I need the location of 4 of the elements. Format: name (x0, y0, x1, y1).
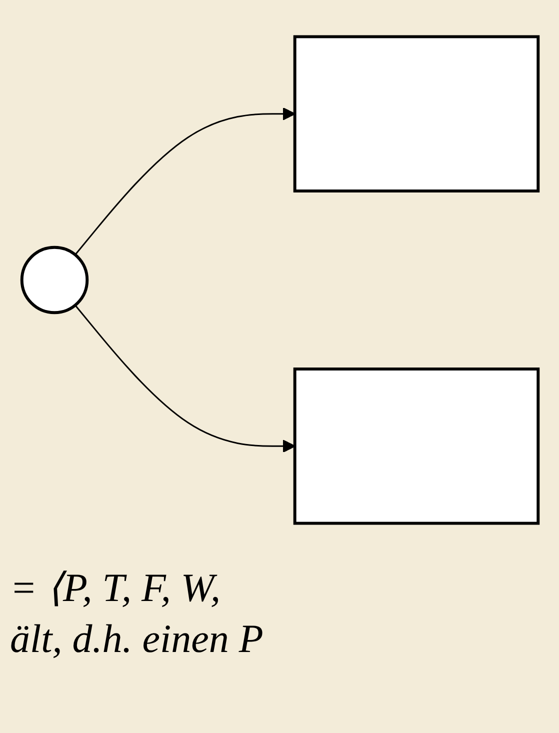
formula-text: = ⟨P, T, F, W, (10, 564, 222, 611)
formula-text: ält, d.h. einen P (10, 615, 264, 662)
arrow (74, 304, 295, 453)
arrow (74, 107, 295, 256)
